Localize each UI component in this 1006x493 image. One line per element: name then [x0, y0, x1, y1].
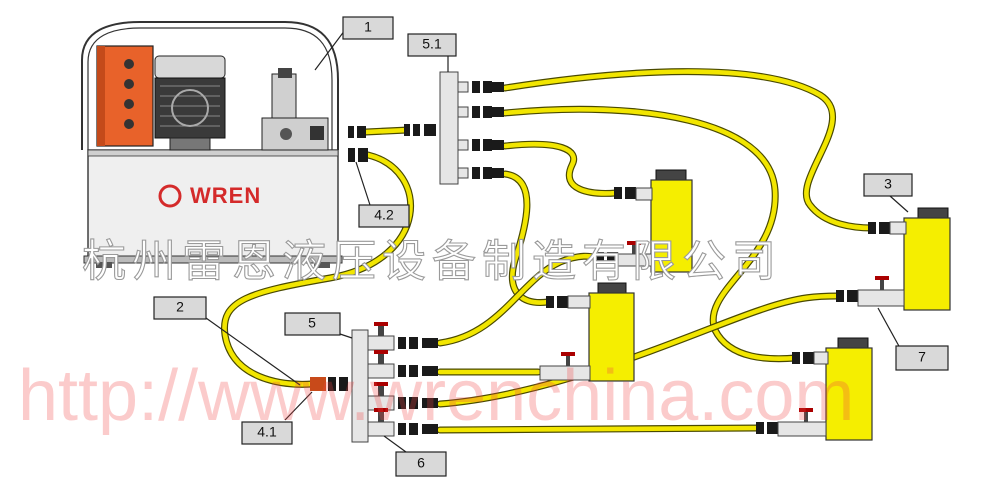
hoses — [220, 68, 876, 434]
manifold-5 — [351, 322, 395, 443]
callout-1: 1 — [342, 16, 394, 40]
svg-text:2: 2 — [176, 299, 184, 315]
svg-text:3: 3 — [884, 176, 892, 192]
callout-4-2: 4.2 — [358, 204, 410, 228]
valve-7 — [857, 289, 905, 307]
callout-2: 2 — [153, 296, 207, 320]
svg-text:5.1: 5.1 — [422, 36, 442, 52]
quick-couplers — [310, 81, 890, 435]
callout-6: 6 — [395, 451, 447, 477]
watermark-company-name: 杭州雷恩液压设备制造有限公司 — [82, 236, 782, 287]
callout-4-1: 4.1 — [241, 421, 293, 445]
svg-text:6: 6 — [417, 455, 425, 471]
svg-text:1: 1 — [364, 19, 372, 35]
wren-logo-icon — [158, 184, 182, 208]
callout-5-1: 5.1 — [407, 33, 457, 57]
control-box — [96, 45, 154, 147]
callout-7: 7 — [895, 345, 949, 371]
wren-logo: WREN — [190, 183, 261, 208]
callout-5: 5 — [284, 312, 341, 336]
svg-text:7: 7 — [918, 349, 926, 365]
hydraulic-cylinders — [539, 169, 951, 441]
svg-text:5: 5 — [308, 315, 316, 331]
svg-text:4.2: 4.2 — [374, 207, 394, 223]
callout-3: 3 — [863, 173, 913, 197]
callout-leaders — [205, 29, 909, 453]
electric-pump-unit — [81, 21, 343, 268]
watermark-url: http://www.wrenchina.com — [18, 356, 854, 436]
manifold-5-1 — [439, 71, 469, 185]
svg-text:4.1: 4.1 — [257, 424, 277, 440]
